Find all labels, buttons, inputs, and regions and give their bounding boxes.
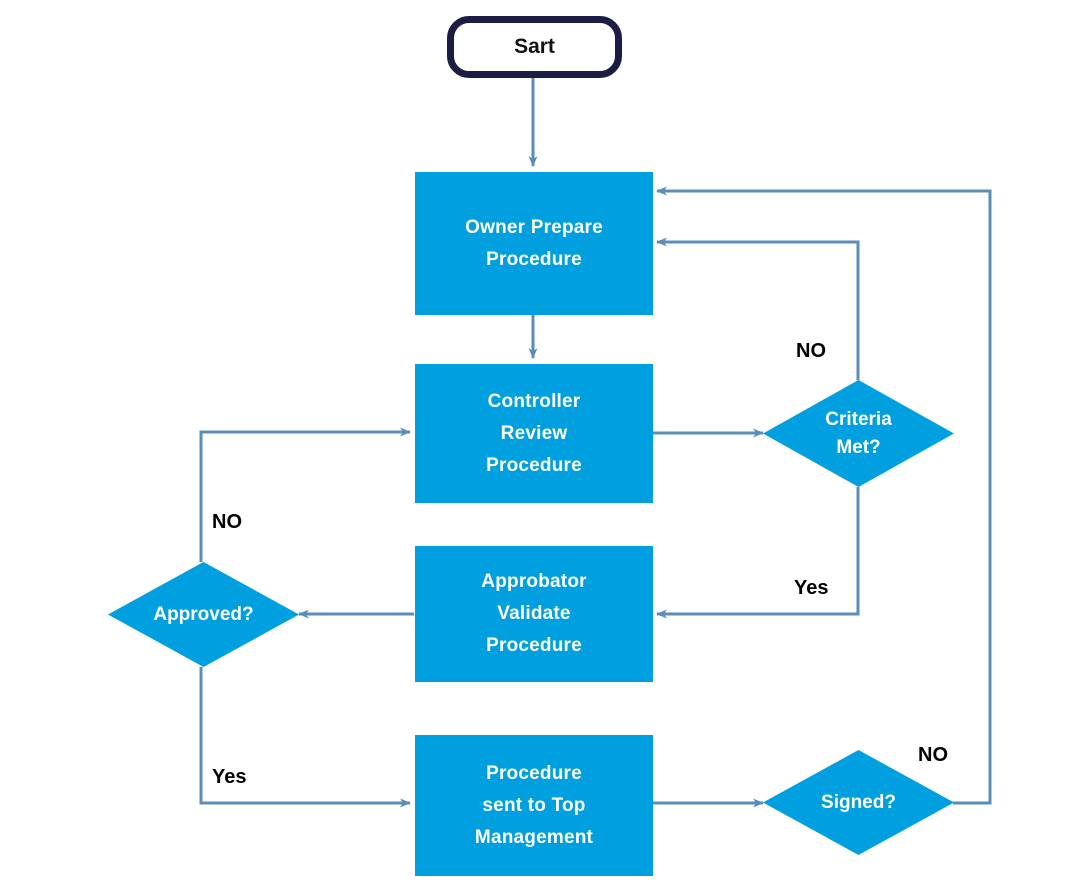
- node-start[interactable]: Sart: [447, 16, 622, 78]
- node-controller-review-procedure[interactable]: Controller Review Procedure: [415, 364, 653, 503]
- edge-label-criteria-yes: Yes: [794, 577, 829, 599]
- edge-label-approved-no: NO: [212, 511, 242, 533]
- node-approbator-validate-line-3: Procedure: [486, 635, 582, 656]
- edge-label-criteria-no: NO: [796, 340, 826, 362]
- edge-approved-no-to-controller-review: [199, 427, 411, 562]
- edge-approved-yes-to-sent-top-management: [199, 667, 411, 808]
- node-sent-top-management-line-3: Management: [474, 826, 594, 848]
- node-start-label: Sart: [514, 35, 555, 58]
- node-owner-prepare-line-1: Owner Prepare: [465, 216, 603, 238]
- edge-criteria-met-no-to-owner-prepare: [656, 237, 860, 380]
- approved-diamond-shape: [108, 562, 299, 667]
- node-procedure-sent-to-top-management[interactable]: Procedure sent to Top Management: [415, 735, 653, 876]
- node-approbator-validate-line-2: Validate: [497, 603, 571, 624]
- edge-signed-no-to-owner-prepare: [656, 186, 992, 805]
- node-approbator-validate-procedure[interactable]: Approbator Validate Procedure: [415, 546, 653, 682]
- node-controller-review-line-3: Procedure: [486, 454, 582, 476]
- criteria-met-diamond-shape: [763, 380, 954, 487]
- node-criteria-met[interactable]: Criteria Met?: [763, 380, 954, 487]
- node-sent-top-management-line-1: Procedure: [486, 762, 582, 784]
- node-approved[interactable]: Approved?: [108, 562, 299, 667]
- node-approbator-validate-line-1: Approbator: [481, 571, 587, 592]
- edge-label-signed-no: NO: [918, 744, 948, 766]
- node-sent-top-management-line-2: sent to Top: [482, 794, 586, 816]
- signed-diamond-shape: [763, 750, 954, 855]
- node-controller-review-line-1: Controller: [487, 390, 581, 412]
- edge-label-approved-yes: Yes: [212, 766, 247, 788]
- edge-criteria-met-yes-to-approbator-validate: [656, 487, 860, 619]
- node-owner-prepare-line-2: Procedure: [486, 248, 582, 270]
- node-controller-review-line-2: Review: [500, 422, 568, 444]
- node-owner-prepare-procedure[interactable]: Owner Prepare Procedure: [415, 172, 653, 315]
